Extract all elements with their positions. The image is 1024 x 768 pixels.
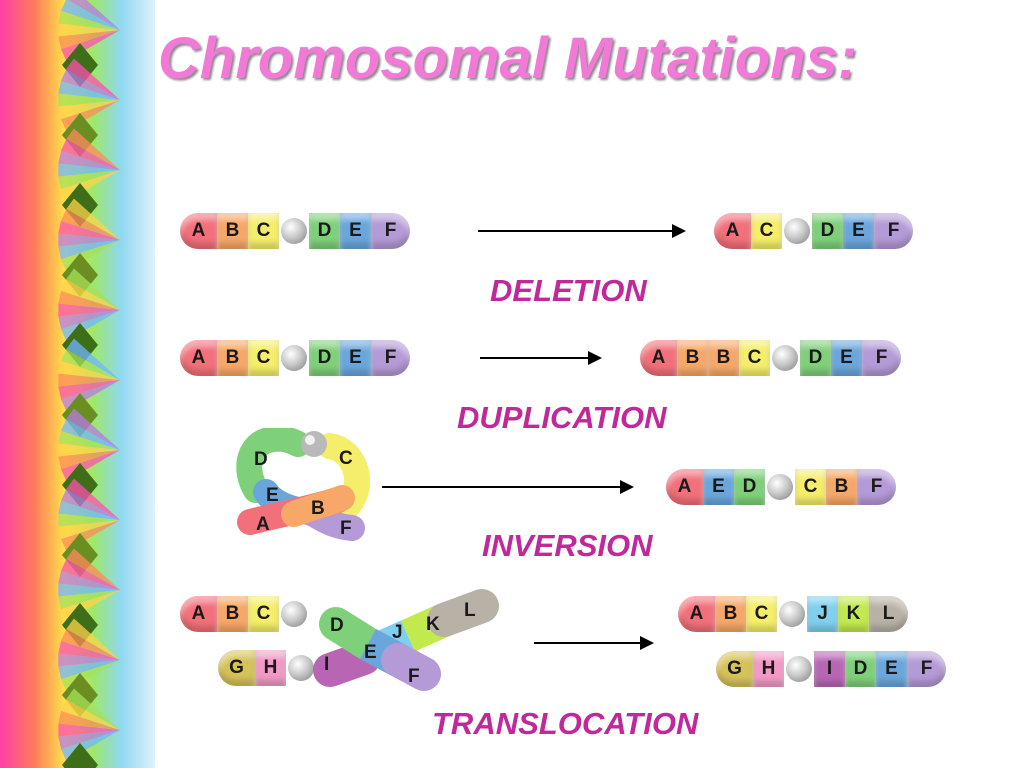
inversion-label: INVERSION <box>482 528 653 563</box>
centromere <box>767 474 793 500</box>
gene-segment-h: H <box>753 651 784 687</box>
gene-segment-i: I <box>814 651 845 687</box>
gene-segment-e: E <box>703 469 734 505</box>
gene-segment-c: C <box>751 213 782 249</box>
gene-segment-c: C <box>248 340 279 376</box>
inversion-letter: E <box>266 485 279 506</box>
gene-segment-d: D <box>845 651 876 687</box>
inversion-looped-chromosome: D C E B A F <box>236 428 370 541</box>
inversion-letter: D <box>254 449 268 470</box>
duplication-label: DUPLICATION <box>457 400 667 435</box>
gene-segment-b: B <box>217 596 248 632</box>
gene-segment-c: C <box>248 213 279 249</box>
gene-segment-f: F <box>874 213 913 249</box>
centromere <box>786 656 812 682</box>
inversion-letter: C <box>339 448 353 469</box>
gene-segment-a: A <box>640 340 677 376</box>
translocation-label: TRANSLOCATION <box>432 706 699 741</box>
gene-segment-j: J <box>807 596 838 632</box>
gene-segment-c: C <box>248 596 279 632</box>
gene-segment-g: G <box>218 650 255 686</box>
translocation-letter: F <box>408 666 420 687</box>
translocation-letter: K <box>426 614 440 635</box>
gene-segment-f: F <box>371 213 410 249</box>
gene-segment-e: E <box>340 213 371 249</box>
gene-segment-b: B <box>677 340 708 376</box>
translocation-letter: D <box>330 615 344 636</box>
gene-segment-g: G <box>716 651 753 687</box>
gene-segment-a: A <box>180 213 217 249</box>
gene-segment-a: A <box>180 340 217 376</box>
centromere <box>281 345 307 371</box>
page-title: Chromosomal Mutations: <box>158 26 858 91</box>
gene-segment-e: E <box>340 340 371 376</box>
gene-segment-d: D <box>812 213 843 249</box>
gene-segment-e: E <box>876 651 907 687</box>
gene-segment-d: D <box>309 340 340 376</box>
gene-segment-e: E <box>831 340 862 376</box>
inversion-letter: B <box>311 498 325 519</box>
gene-segment-f: F <box>907 651 946 687</box>
decorative-sidebar <box>0 0 155 768</box>
gene-segment-d: D <box>309 213 340 249</box>
gene-segment-c: C <box>795 469 826 505</box>
translocation-letter: L <box>464 600 476 621</box>
deletion-label: DELETION <box>490 273 647 308</box>
gene-segment-b: B <box>708 340 739 376</box>
centromere <box>281 601 307 627</box>
centromere <box>281 218 307 244</box>
inversion-letter: A <box>256 514 270 535</box>
gene-segment-b: B <box>826 469 857 505</box>
gene-segment-b: B <box>217 213 248 249</box>
gene-segment-f: F <box>371 340 410 376</box>
gene-segment-c: C <box>746 596 777 632</box>
deletion-arrow <box>478 224 686 238</box>
gene-segment-d: D <box>800 340 831 376</box>
gene-segment-a: A <box>678 596 715 632</box>
translocation-letter: J <box>392 622 403 643</box>
gene-segment-b: B <box>217 340 248 376</box>
centromere <box>784 218 810 244</box>
gene-segment-h: H <box>255 650 286 686</box>
gene-segment-d: D <box>734 469 765 505</box>
centromere <box>288 655 314 681</box>
duplication-arrow <box>480 351 602 365</box>
gene-segment-a: A <box>666 469 703 505</box>
translocation-letter: I <box>324 654 329 675</box>
gene-segment-e: E <box>843 213 874 249</box>
translocation-letter: E <box>364 642 377 663</box>
centromere <box>779 601 805 627</box>
centromere <box>772 345 798 371</box>
gene-segment-b: B <box>715 596 746 632</box>
inversion-letter: F <box>340 518 352 539</box>
translocation-arrow <box>534 636 654 650</box>
gene-segment-l: L <box>869 596 908 632</box>
gene-segment-f: F <box>857 469 896 505</box>
gene-segment-c: C <box>739 340 770 376</box>
translocation-crossing-arms: D E F I J K L <box>313 589 499 691</box>
gene-segment-a: A <box>180 596 217 632</box>
inversion-arrow <box>382 480 634 494</box>
gene-segment-f: F <box>862 340 901 376</box>
gene-segment-k: K <box>838 596 869 632</box>
gene-segment-a: A <box>714 213 751 249</box>
